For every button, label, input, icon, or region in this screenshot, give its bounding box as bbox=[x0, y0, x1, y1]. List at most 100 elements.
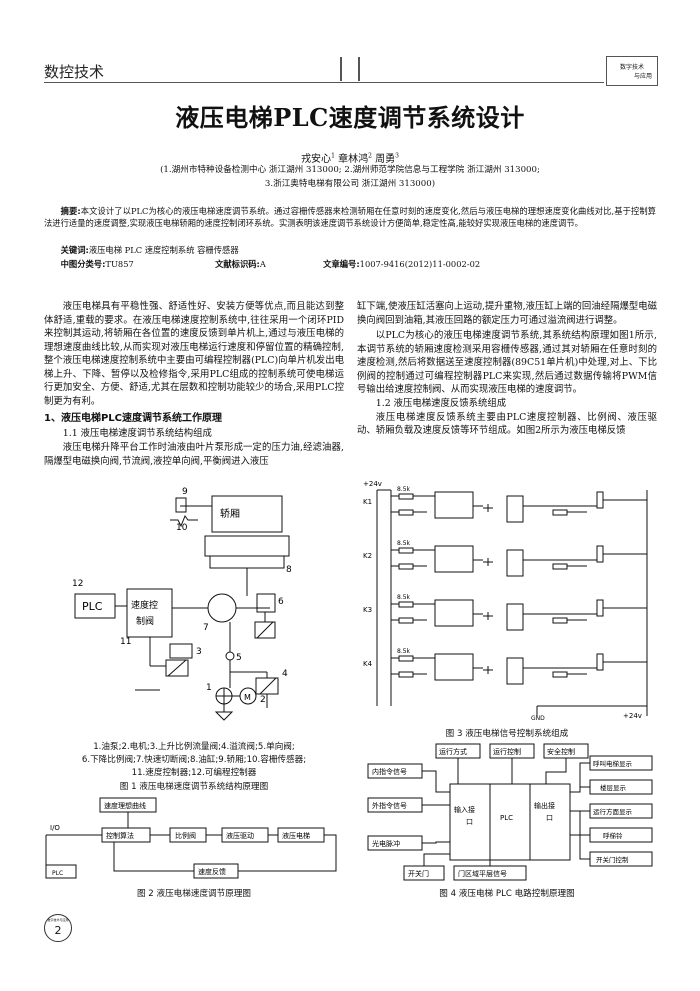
right-column: 缸下端,使液压缸活塞向上运动,提升重物,液压缸上端的回油经隔爆型电磁换向阀回到油… bbox=[357, 300, 657, 438]
header-section: 数控技术 bbox=[44, 63, 105, 81]
doc-label: 文献标识码: bbox=[215, 259, 260, 269]
fig2-fb: 速度反馈 bbox=[198, 867, 226, 876]
header-corner-bottom: 与应用 bbox=[633, 73, 652, 80]
affiliation-1: (1.湖州市特种设备检测中心 浙江湖州 313000; 2.湖州师范学院信息与工… bbox=[160, 165, 540, 175]
header-corner-box: 数字技术 与应用 bbox=[606, 56, 658, 86]
figure-1: 轿厢 PLC 速度控 制阀 12 11 10 9 8 7 6 5 4 3 2 1… bbox=[72, 487, 292, 721]
fig1-n1: 1 bbox=[206, 683, 212, 693]
fig3-k2: K2 bbox=[363, 552, 372, 560]
abstract-label: 摘要: bbox=[60, 206, 81, 216]
author-2: 章林鸿 bbox=[338, 154, 369, 165]
fig4-door: 开关门 bbox=[408, 869, 429, 878]
header-corner-top: 数字技术 bbox=[619, 64, 644, 71]
keywords-text: 液压电梯 PLC 速度控制系统 容栅传感器 bbox=[88, 245, 239, 255]
fig1-valve-label-1: 速度控 bbox=[131, 599, 158, 611]
para-feedback: 液压电梯速度反馈系统主要由PLC速度控制器、比例阀、液压驱动、轿厢负载及速度反馈… bbox=[357, 411, 657, 437]
fig4-inner: 内指令信号 bbox=[372, 767, 407, 776]
fig4-dctrl: 开关门控制 bbox=[596, 855, 629, 864]
paper-title: 液压电梯PLC速度调节系统设计 bbox=[175, 103, 525, 132]
speed-valve-box bbox=[126, 588, 173, 638]
keywords-label: 关键词: bbox=[60, 245, 89, 255]
fig4-level: 门区域平层信号 bbox=[458, 869, 507, 878]
fig3-r2: 8.5k bbox=[397, 540, 411, 547]
heading-1: 1、液压电梯PLC速度调节系统工作原理 bbox=[44, 413, 222, 424]
fig2-curve: 速度理想曲线 bbox=[104, 801, 146, 810]
para-structure: 液压电梯升降平台工作时油液由叶片泵形成一定的压力油,经滤油器,隔爆型电磁换向阀,… bbox=[44, 442, 344, 467]
fig4-out-port-label-2: 口 bbox=[546, 814, 553, 822]
fig1-valve-label-2: 制阀 bbox=[136, 615, 154, 627]
fig4-caption: 图 4 液压电梯 PLC 电路控制原理图 bbox=[439, 889, 575, 899]
fig4-outer: 外指令信号 bbox=[372, 801, 407, 810]
fig3-24v-top: +24v bbox=[363, 480, 382, 488]
fig1-car-label: 轿厢 bbox=[220, 507, 240, 520]
fig4-plc bbox=[489, 783, 531, 861]
fig2-algo: 控制算法 bbox=[106, 831, 134, 840]
para-cylinder: 缸下端,使液压缸活塞向上运动,提升重物,液压缸上端的回油经隔爆型电磁换向阀回到油… bbox=[357, 301, 657, 326]
fig3-r3: 8.5k bbox=[397, 594, 411, 601]
author-3: 周勇 bbox=[375, 154, 396, 165]
header-rule bbox=[44, 82, 604, 83]
fig1-legend-3: 11.速度控制器;12.可编程控制器 bbox=[131, 768, 257, 778]
car-box bbox=[211, 495, 283, 533]
fig3-k1: K1 bbox=[363, 498, 372, 506]
fig1-n9: 9 bbox=[182, 487, 188, 497]
para-intro: 液压电梯具有平稳性强、舒适性好、安装方便等优点,而且能达到整体舒适,重载的要求。… bbox=[44, 301, 344, 407]
fig2-elev: 液压电梯 bbox=[282, 831, 310, 840]
fig3-r1: 8.5k bbox=[397, 486, 411, 493]
classification-line: 中图分类号:TU857 文献标识码:A 文章编号:1007-9416(2012)… bbox=[44, 258, 656, 270]
author-1: 戎安心 bbox=[301, 154, 332, 165]
fig4-ctrl: 运行控制 bbox=[493, 747, 521, 756]
fig1-n6: 6 bbox=[278, 597, 284, 607]
art-label: 文章编号: bbox=[323, 259, 360, 269]
fig3-caption: 图 3 液压电梯信号控制系统组成 bbox=[445, 729, 569, 739]
fig4-in-port-label: 输入接 bbox=[454, 805, 475, 814]
fig1-n12: 12 bbox=[72, 579, 83, 589]
para-system: 以PLC为核心的液压电梯速度调节系统,其系统结构原理如图1所示,本调节系统的轿厢… bbox=[357, 330, 657, 395]
fig4-out-port bbox=[529, 783, 571, 861]
keywords: 关键词:液压电梯 PLC 速度控制系统 容栅传感器 bbox=[44, 244, 656, 256]
fig4-in-port-label-2: 口 bbox=[466, 818, 473, 826]
cls-value: TU857 bbox=[105, 259, 134, 269]
fig1-n3: 3 bbox=[196, 647, 202, 657]
left-column: 液压电梯具有平稳性强、舒适性好、安装方便等优点,而且能达到整体舒适,重载的要求。… bbox=[44, 300, 344, 468]
fig4-safe: 安全控制 bbox=[547, 747, 575, 756]
fig4-bell: 呼梯铃 bbox=[603, 831, 623, 840]
fig1-legend-2: 6.下降比例阀;7.快速切断阀;8.油缸;9.轿厢;10.容栅传感器; bbox=[81, 755, 307, 765]
author-line: 戎安心1 章林鸿2 周勇3 bbox=[0, 150, 700, 165]
author-3-sup: 3 bbox=[395, 152, 399, 160]
abstract-text: 本文设计了以PLC为核心的液压电梯速度调节系统。通过容栅传感器来检测轿厢在任意时… bbox=[44, 206, 656, 228]
fig4-out-port-label: 输出接 bbox=[534, 801, 555, 810]
fig2-plc: PLC bbox=[52, 870, 63, 877]
fig3-gnd: GND bbox=[531, 715, 545, 722]
fig1-caption: 图 1 液压电梯速度调节系统结构原理图 bbox=[119, 782, 269, 792]
fig1-n10: 10 bbox=[176, 523, 188, 533]
fig4-floor: 楼层显示 bbox=[600, 783, 627, 792]
author-1-sup: 1 bbox=[331, 152, 335, 160]
fig1-motor-m: M bbox=[244, 693, 251, 702]
fig3-k3: K3 bbox=[363, 606, 372, 614]
figure-4: 运行方式 运行控制 安全控制 内指令信号 外指令信号 光电脉冲 输入接 口 PL… bbox=[367, 743, 653, 881]
page-badge: 数字技术与应用 2 bbox=[44, 914, 72, 942]
fig1-plc-label: PLC bbox=[82, 600, 103, 613]
fig1-n7: 7 bbox=[203, 623, 209, 633]
author-2-sup: 2 bbox=[368, 152, 372, 160]
heading-1-1: 1.1 液压电梯速度调节系统结构组成 bbox=[62, 428, 212, 439]
heading-1-2: 1.2 液压电梯速度反馈系统组成 bbox=[375, 397, 507, 409]
fig2-drive: 液压驱动 bbox=[226, 831, 254, 840]
fig4-photo: 光电脉冲 bbox=[372, 839, 400, 848]
fig4-mode: 运行方式 bbox=[439, 747, 467, 756]
page-badge-text: 数字技术与应用 bbox=[47, 918, 69, 922]
fig1-n2: 2 bbox=[260, 695, 266, 705]
fig4-plc-label: PLC bbox=[500, 814, 513, 822]
page-number: 2 bbox=[54, 924, 62, 937]
fig2-caption: 图 2 液压电梯速度调节原理图 bbox=[136, 889, 252, 899]
figure-3: +24v +24v GND K1 K2 K3 K4 8.5k 8.5k 8.5k… bbox=[363, 480, 648, 722]
fig4-dir: 运行方面显示 bbox=[593, 807, 633, 816]
fig2-prop: 比例阀 bbox=[175, 831, 196, 840]
fig2-io: I/O bbox=[50, 824, 60, 832]
affiliation-2: 3.浙江奥特电梯有限公司 浙江湖州 313000) bbox=[264, 179, 436, 189]
fig1-n11: 11 bbox=[120, 637, 131, 647]
art-value: 1007-9416(2012)11-0002-02 bbox=[359, 259, 481, 269]
figure-2: 速度理想曲线 I/O PLC 控制算法 比例阀 液压驱动 液压电梯 速度反馈 bbox=[45, 797, 337, 879]
fig3-24v-bottom: +24v bbox=[623, 712, 642, 720]
